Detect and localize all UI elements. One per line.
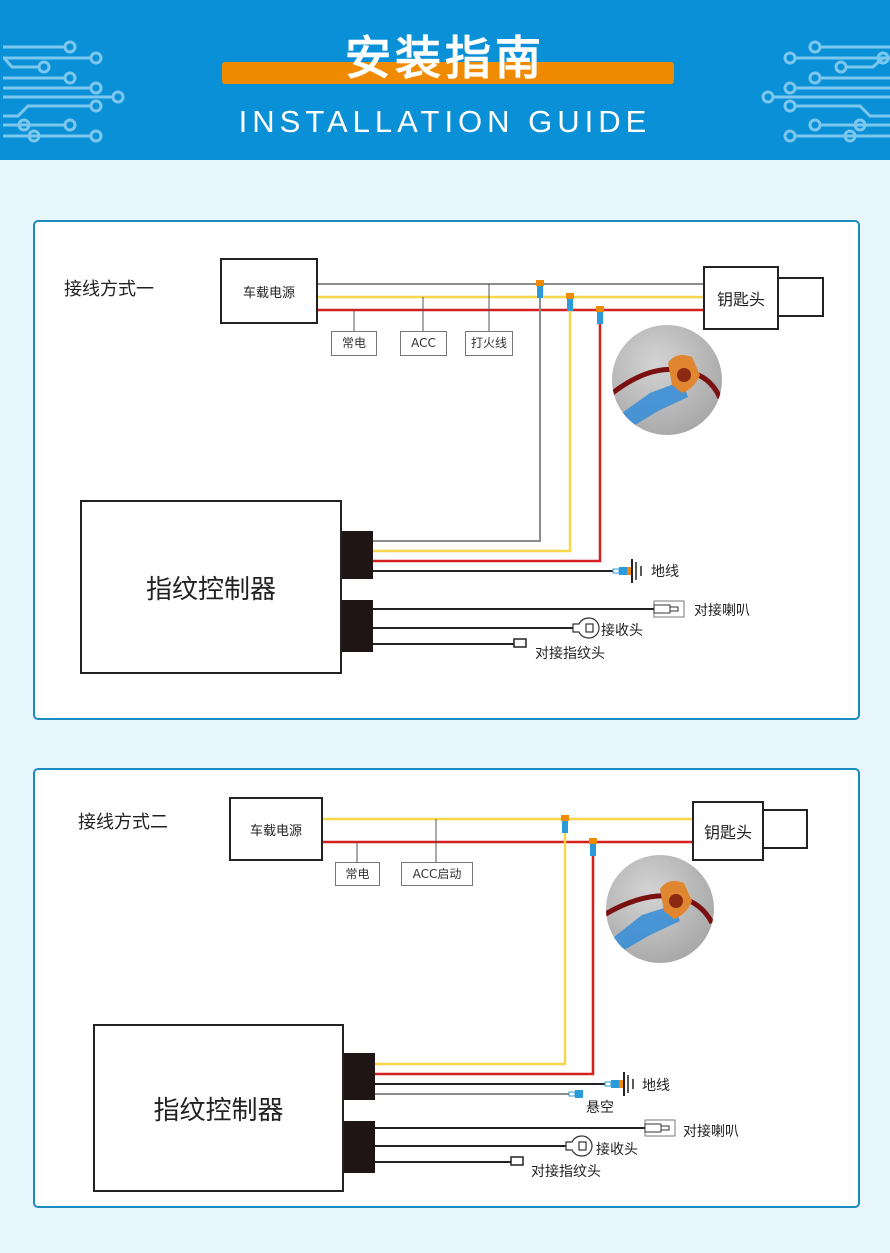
horn-label: 对接喇叭 xyxy=(683,1124,739,1140)
wire-yellow-drop xyxy=(373,297,572,553)
wire-red-drop xyxy=(375,842,595,1076)
tap-connector-icon xyxy=(536,280,544,298)
horn-connector-icon xyxy=(653,600,685,618)
key-box: 钥匙头 xyxy=(703,266,779,330)
power-source-box: 车载电源 xyxy=(220,258,318,324)
horn-label: 对接喇叭 xyxy=(694,603,750,619)
controller-label: 指纹控制器 xyxy=(153,1095,284,1126)
tap-connector-icon xyxy=(589,838,597,856)
wire-tap-photo-icon xyxy=(606,881,714,953)
float-connector-icon xyxy=(568,1090,583,1098)
receiver-label: 接收头 xyxy=(601,623,643,639)
controller-box: 指纹控制器 xyxy=(80,500,342,674)
page-title: 安装指南 xyxy=(345,31,545,85)
power-source-label: 车载电源 xyxy=(242,285,295,301)
title-accent-bar xyxy=(222,62,674,84)
diagram-title: 接线方式二 xyxy=(78,812,168,833)
ground-symbol-icon xyxy=(604,1072,634,1096)
wire-tap-photo-icon xyxy=(612,355,722,431)
key-label: 钥匙头 xyxy=(703,823,752,842)
tap-label-constant: 常电 xyxy=(331,331,377,356)
controller-box: 指纹控制器 xyxy=(93,1024,344,1192)
wire-red-drop xyxy=(373,310,602,563)
connector-block xyxy=(338,600,373,652)
wiring-diagram-1-lines xyxy=(318,277,824,652)
tap-label-acc-start: ACC启动 xyxy=(401,862,473,886)
fingerprint-label: 对接指纹头 xyxy=(531,1164,601,1180)
controller-label: 指纹控制器 xyxy=(145,574,276,605)
power-source-box: 车载电源 xyxy=(229,797,323,861)
tap-connector-icon xyxy=(596,306,604,324)
wiring-diagram-2: 接线方式二 车载电源 常电 ACC启动 钥匙头 指纹控制器 地线 悬空 对接喇叭… xyxy=(33,768,860,1208)
horn-connector-icon xyxy=(644,1119,676,1137)
wiring-diagram-2-lines xyxy=(322,809,808,1173)
connector-block xyxy=(338,531,373,579)
circuit-decoration-right-icon xyxy=(761,40,890,143)
tap-connector-photo xyxy=(606,855,714,963)
wire-gray-drop xyxy=(373,284,541,542)
circuit-decoration-left-icon xyxy=(2,40,125,143)
key-label: 钥匙头 xyxy=(716,290,765,309)
fingerprint-label: 对接指纹头 xyxy=(535,646,605,662)
ground-symbol-icon xyxy=(612,559,642,583)
wiring-diagram-1: 接线方式一 车载电源 常电 ACC 打火线 钥匙头 指纹控制器 地线 对接喇叭 … xyxy=(33,220,860,720)
fingerprint-connector-icon xyxy=(513,638,527,648)
diagram-title: 接线方式一 xyxy=(64,279,154,300)
wire-yellow-drop xyxy=(375,819,567,1066)
page-subtitle: INSTALLATION GUIDE xyxy=(238,104,652,139)
tap-label-acc: ACC xyxy=(400,331,447,356)
receiver-label: 接收头 xyxy=(596,1142,638,1158)
tap-connector-icon xyxy=(566,293,574,311)
tap-connector-photo xyxy=(612,325,722,435)
key-box: 钥匙头 xyxy=(692,801,764,861)
power-source-label: 车载电源 xyxy=(249,823,302,839)
tap-label-ignition: 打火线 xyxy=(465,331,513,356)
float-label: 悬空 xyxy=(586,1100,614,1116)
ground-label: 地线 xyxy=(651,564,679,580)
ground-label: 地线 xyxy=(642,1078,670,1094)
fingerprint-connector-icon xyxy=(510,1156,524,1166)
connector-block xyxy=(342,1121,375,1173)
header-banner: 安装指南 INSTALLATION GUIDE xyxy=(0,0,890,160)
receiver-icon xyxy=(565,1135,593,1157)
tap-connector-icon xyxy=(561,815,569,833)
tap-label-constant: 常电 xyxy=(335,862,380,886)
connector-block xyxy=(342,1053,375,1100)
receiver-icon xyxy=(572,617,600,639)
